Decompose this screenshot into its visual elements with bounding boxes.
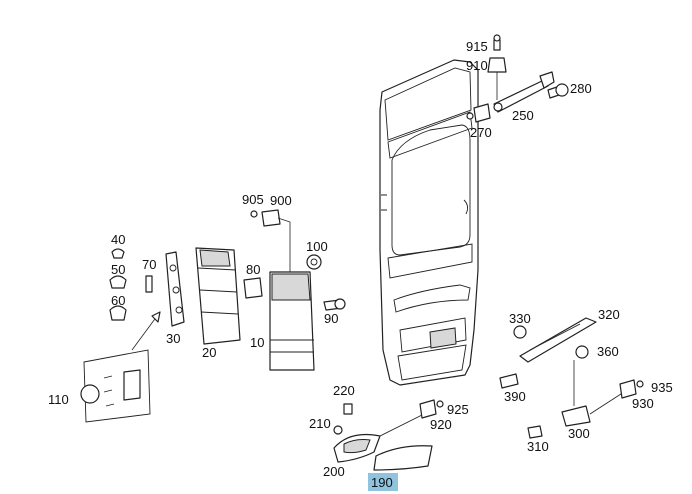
label-915: 915: [466, 39, 488, 54]
label-10: 10: [250, 335, 264, 350]
label-40: 40: [111, 232, 125, 247]
label-60: 60: [111, 293, 125, 308]
label-905: 905: [242, 192, 264, 207]
gas-strut-250: [493, 71, 555, 113]
tail-lamp-housing-20: [195, 247, 241, 345]
bulb-935: [636, 380, 644, 388]
bulb-50: [109, 275, 127, 289]
bulb-carrier-30: [165, 251, 185, 327]
label-900: 900: [270, 193, 292, 208]
label-250: 250: [512, 108, 534, 123]
lock-300: [561, 360, 625, 427]
bulb-925: [436, 400, 444, 408]
label-910: 910: [466, 58, 488, 73]
label-390: 390: [504, 389, 526, 404]
bulb-310: [527, 425, 543, 439]
screw-90: [323, 298, 346, 311]
label-925: 925: [447, 402, 469, 417]
label-20: 20: [202, 345, 216, 360]
label-210: 210: [309, 416, 331, 431]
label-310: 310: [527, 439, 549, 454]
bulb-915: [493, 34, 501, 51]
label-220: 220: [333, 383, 355, 398]
label-330: 330: [509, 311, 531, 326]
cable-lamp: [379, 413, 425, 437]
tail-lamp-lens-10: [269, 271, 315, 371]
lamp-200: [333, 433, 381, 463]
bulb-70: [145, 275, 153, 293]
bulb-60: [109, 305, 127, 321]
label-80: 80: [246, 262, 260, 277]
label-270: 270: [470, 125, 492, 140]
bulb-40: [111, 248, 125, 259]
lamp-socket-80: [243, 277, 263, 299]
label-90: 90: [324, 311, 338, 326]
label-320: 320: [598, 307, 620, 322]
label-110: 110: [48, 392, 69, 407]
label-300: 300: [568, 426, 590, 441]
socket-920: [419, 399, 437, 419]
clip-360: [575, 345, 589, 359]
label-935: 935: [651, 380, 673, 395]
label-100: 100: [306, 239, 328, 254]
label-70: 70: [142, 257, 156, 272]
label-50: 50: [111, 262, 125, 277]
bracket-270: [466, 103, 491, 123]
bulb-220: [343, 403, 353, 415]
rear-door: [379, 59, 479, 386]
bulb-905: [250, 210, 258, 218]
label-360: 360: [597, 344, 619, 359]
lamp-cover-190: [373, 445, 433, 471]
screw-390: [499, 373, 519, 389]
label-200: 200: [323, 464, 345, 479]
label-920: 920: [430, 417, 452, 432]
connector-900: [261, 209, 291, 272]
label-280: 280: [570, 81, 592, 96]
nut-330: [513, 325, 527, 339]
socket-910: [487, 57, 507, 100]
bolt-280: [547, 83, 569, 99]
label-930: 930: [632, 396, 654, 411]
highlight-190: [368, 473, 398, 491]
socket-930: [619, 379, 637, 399]
switch-panel-110: [80, 349, 151, 423]
label-190: 190: [371, 475, 393, 490]
label-30: 30: [166, 331, 180, 346]
screw-210: [333, 425, 343, 435]
handle-320: [519, 317, 597, 363]
clip-100: [306, 254, 322, 270]
arrow-head-30: [151, 311, 161, 323]
